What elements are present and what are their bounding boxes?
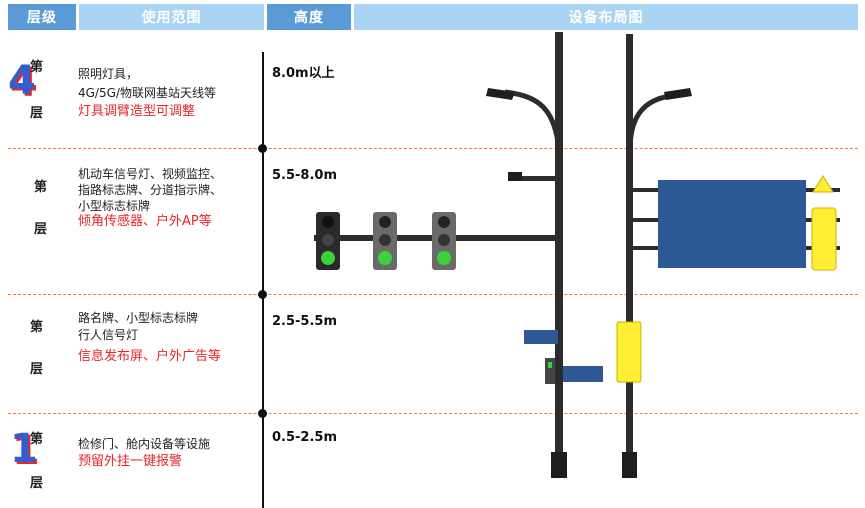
layer-4-char-bottom: 层 (30, 106, 44, 121)
info-display-screen (616, 321, 642, 383)
layer-3-line-1: 机动车信号灯、视频监控、 (78, 167, 223, 181)
layer-4-highlight: 灯具调臂造型可调整 (78, 104, 196, 119)
layer-2-char-top: 第 (30, 320, 44, 335)
axis-dot-3 (258, 409, 267, 418)
layer-3-char-bottom: 层 (34, 222, 48, 237)
layer-1-number: 1 (10, 426, 38, 472)
layer-4-line-2: 4G/5G/物联网基站天线等 (78, 86, 216, 100)
guide-sign-board (658, 180, 806, 268)
layer-1-height: 0.5-2.5m (272, 430, 337, 445)
vehicle-signal-1 (316, 212, 340, 270)
divider-2 (8, 294, 858, 295)
layer-3-highlight: 倾角传感器、户外AP等 (78, 214, 212, 229)
layer-3-line-3: 小型标志标牌 (78, 199, 151, 213)
layer-3-description: 机动车信号灯、视频监控、 指路标志牌、分道指示牌、 小型标志标牌 倾角传感器、户… (78, 166, 222, 230)
layer-2-description: 路名牌、小型标志标牌 行人信号灯 信息发布屏、户外广告等 (78, 310, 221, 365)
vehicle-signal-3 (432, 212, 456, 270)
layer-1-highlight: 预留外挂一键报警 (78, 454, 183, 469)
tilt-sensor-box (811, 175, 837, 271)
layer-3-line-2: 指路标志牌、分道指示牌、 (78, 183, 223, 197)
layer-1-char-bottom: 层 (30, 476, 44, 491)
layer-3-char-top: 第 (34, 180, 48, 195)
layer-3-height: 5.5-8.0m (272, 168, 337, 183)
layer-2-line-2: 行人信号灯 (78, 328, 139, 342)
axis-dot-1 (258, 144, 267, 153)
axis-dot-2 (258, 290, 267, 299)
header-height: 高度 (267, 4, 351, 30)
layer-2-line-1: 路名牌、小型标志标牌 (78, 311, 199, 325)
layer-1-description: 检修门、舱内设备等设施 预留外挂一键报警 (78, 436, 210, 470)
header-scope: 使用范围 (79, 4, 264, 30)
divider-3 (8, 413, 858, 414)
layer-2-char-bottom: 层 (30, 362, 44, 377)
header-layout: 设备布局图 (354, 4, 858, 30)
layer-4-height: 8.0m以上 (272, 66, 335, 81)
height-axis (262, 52, 264, 508)
layer-1-char-top: 第 (30, 432, 44, 447)
header-layer: 层级 (8, 4, 76, 30)
divider-1 (8, 148, 858, 149)
layer-2-height: 2.5-5.5m (272, 314, 337, 329)
layer-4-char-top: 第 (30, 60, 44, 75)
layer-2-highlight: 信息发布屏、户外广告等 (78, 349, 222, 364)
layer-4-description: 照明灯具， 4G/5G/物联网基站天线等 灯具调臂造型可调整 (78, 66, 216, 120)
street-name-sign (524, 330, 603, 384)
layer-4-line-1: 照明灯具， (78, 67, 139, 81)
layer-1-line-1: 检修门、舱内设备等设施 (78, 437, 211, 451)
vehicle-signal-2 (373, 212, 397, 270)
layer-4-number: 4 (8, 58, 36, 104)
